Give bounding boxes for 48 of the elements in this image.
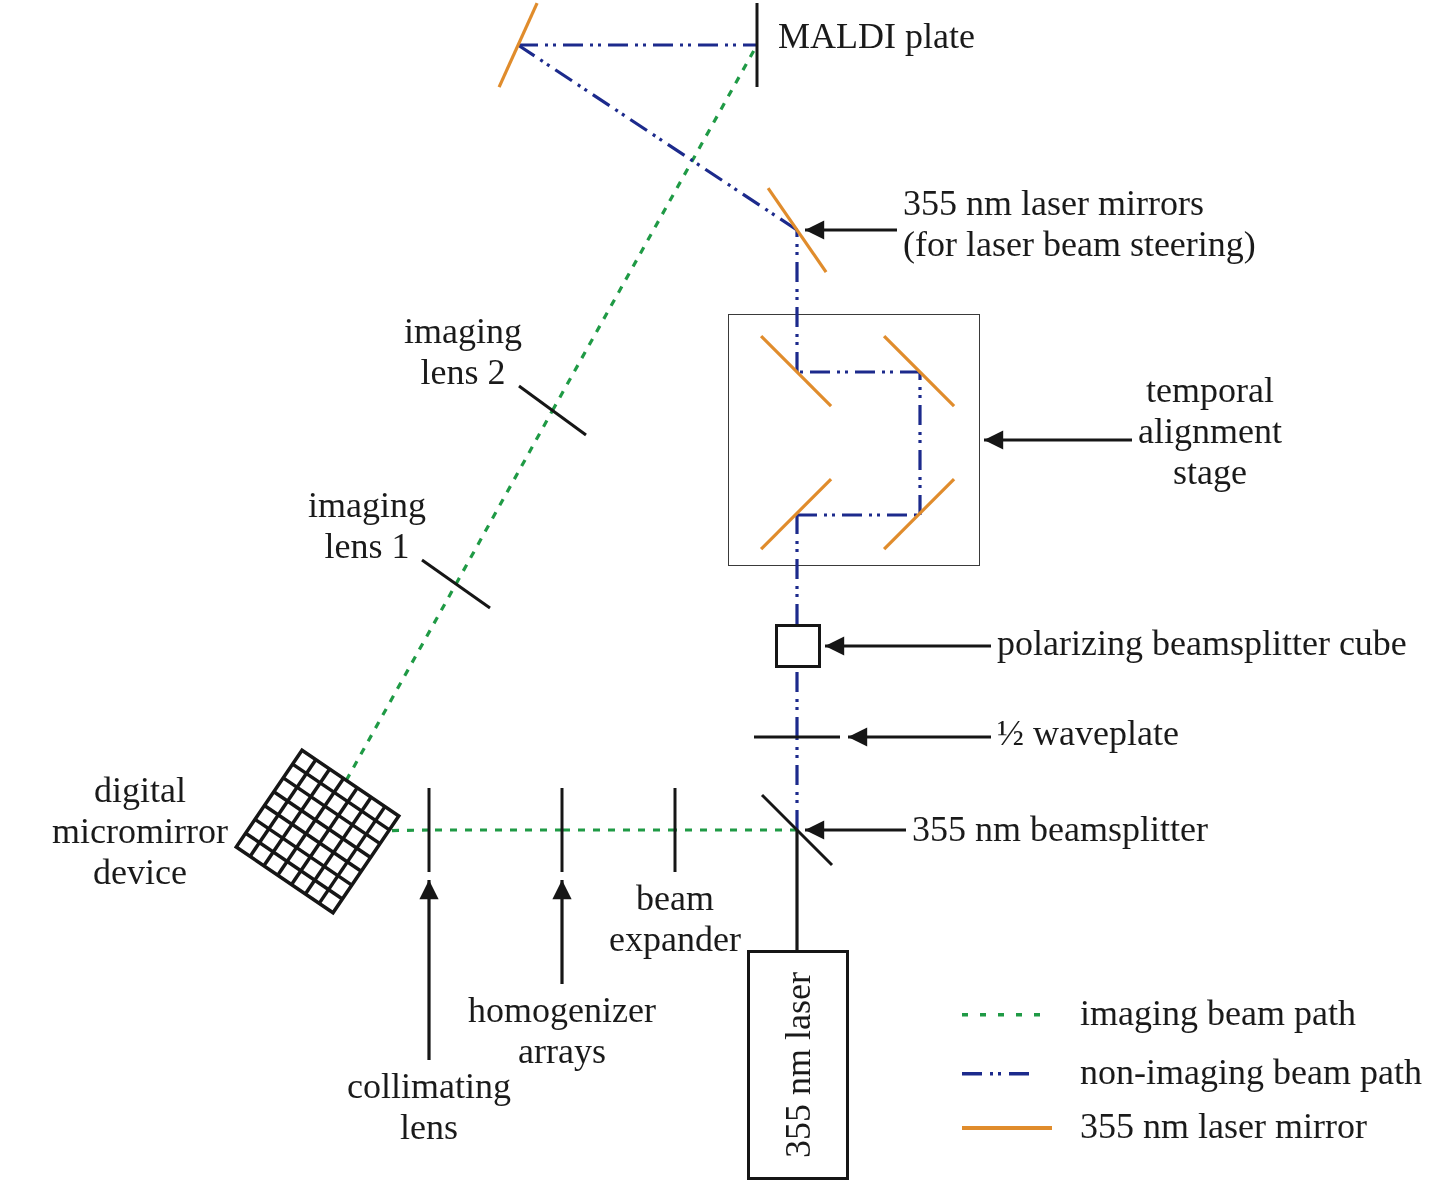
stage-frame [728,314,980,566]
lens-symbol [427,786,431,874]
legend-label: imaging beam path [1080,993,1356,1034]
legend-label: 355 nm laser mirror [1080,1106,1367,1147]
leader-arrow [805,220,897,240]
beam-path [918,372,922,515]
part-label: imaging lens 2 [404,311,522,393]
mirror-symbol [882,477,957,552]
beam-path [795,830,799,950]
part-label: MALDI plate [778,16,975,57]
leader-arrow [419,880,439,1060]
callout-label: polarizing beamsplitter cube [997,623,1407,664]
beamsplitter-symbol [760,793,834,867]
laser-box: 355 nm laser [747,950,849,1180]
callout-label: ½ waveplate [997,713,1179,754]
mirror-symbol [882,334,957,409]
mirror-symbol [496,0,540,90]
beam-path [795,230,799,372]
leader-arrow [552,880,572,984]
beam-path [797,513,920,517]
beam-path [562,828,675,832]
beam-path [797,370,920,374]
part-label: imaging lens 1 [308,485,426,567]
part-label: beam expander [609,878,741,960]
leader-arrow [984,430,1132,450]
leader-arrow [805,820,906,840]
beam-path [795,515,799,624]
beam-path [454,409,554,585]
mirror-symbol [759,477,834,552]
homogenizer-symbol [560,786,564,874]
part-label: digital micromirror device [52,770,228,893]
beam-expander-symbol [673,786,677,874]
lens-symbol [517,384,588,437]
beamsplitter-cube [775,624,821,668]
leader-arrow [848,727,991,747]
beam-path [518,43,757,47]
mirror-symbol [765,185,829,275]
legend-label: non-imaging beam path [1080,1052,1422,1093]
micromirror-grid [233,748,401,916]
callout-label: 355 nm beamsplitter [912,809,1208,850]
lens-symbol [420,558,492,610]
callout-label: 355 nm laser mirrors (for laser beam steering) [903,183,1256,265]
plate-symbol [755,1,759,89]
callout-label: temporal alignment stage [1138,370,1282,493]
leader-arrow [825,636,991,656]
waveplate-symbol [752,735,842,739]
mirror-symbol [759,334,834,409]
beam-path [795,737,799,830]
